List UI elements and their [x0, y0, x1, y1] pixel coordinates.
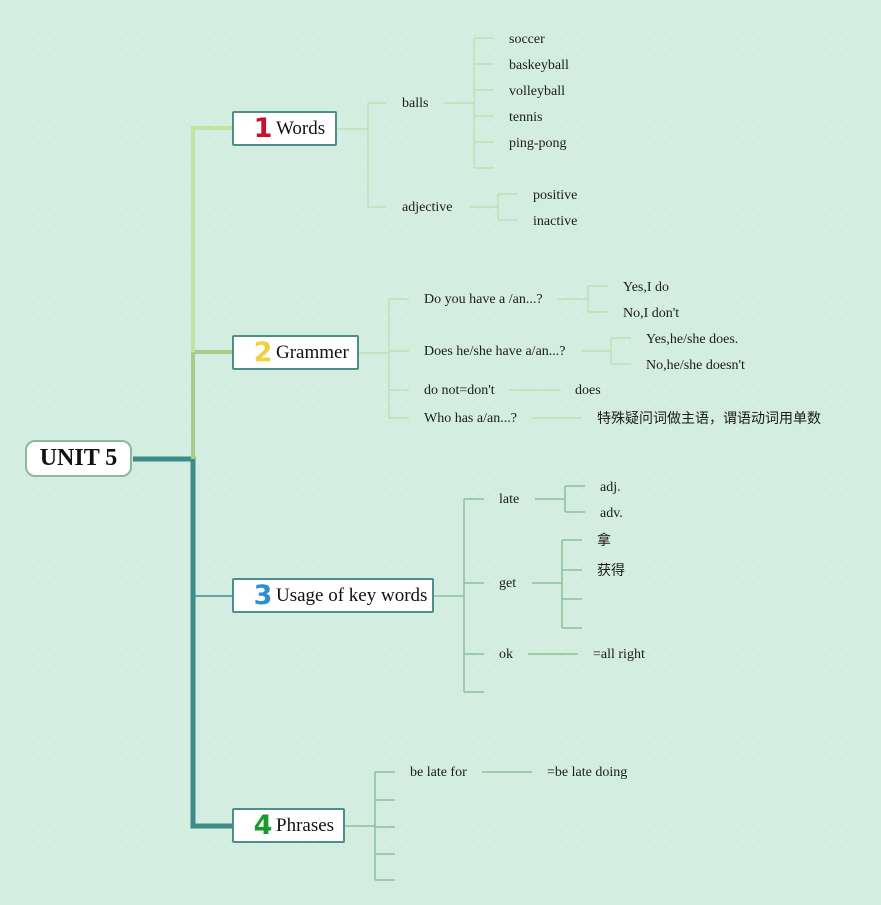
topic-words[interactable]: 1 Words	[232, 111, 337, 146]
trunk-connector	[133, 456, 233, 829]
usage-connector	[434, 498, 484, 693]
node-q1[interactable]: Do you have a /an...?	[424, 292, 543, 307]
node-adjective[interactable]: adjective	[402, 200, 453, 215]
node-soccer[interactable]: soccer	[509, 32, 545, 47]
node-get-obtain[interactable]: 获得	[597, 563, 625, 579]
phrases-connector	[345, 771, 395, 881]
node-balls[interactable]: balls	[402, 96, 429, 111]
node-be-late-for[interactable]: be late for	[410, 765, 467, 780]
node-q2-no[interactable]: No,he/she doesn't	[646, 358, 745, 373]
topic-phrases[interactable]: 4 Phrases	[232, 808, 345, 843]
adjective-connector	[469, 193, 518, 221]
root-label: UNIT 5	[39, 445, 118, 471]
node-late[interactable]: late	[499, 492, 520, 507]
node-get-take[interactable]: 拿	[597, 533, 611, 549]
node-be-late-doing[interactable]: =be late doing	[547, 765, 628, 780]
topic-number-4: 4	[253, 810, 273, 841]
node-inactive[interactable]: inactive	[533, 214, 578, 229]
topic-number-2: 2	[253, 337, 273, 368]
node-does[interactable]: does	[575, 383, 601, 398]
topic-number-3: 3	[253, 580, 273, 611]
q2-connector	[581, 337, 631, 365]
node-baskeyball[interactable]: baskeyball	[509, 58, 569, 73]
node-volleyball[interactable]: volleyball	[509, 84, 565, 99]
branch-to-grammar	[191, 350, 233, 459]
branch-to-words	[191, 126, 233, 352]
topic-label-grammer: Grammer	[276, 341, 349, 363]
get-connector	[532, 539, 582, 629]
node-q2-yes[interactable]: Yes,he/she does.	[646, 332, 739, 347]
words-connector	[337, 102, 386, 208]
q1-connector	[558, 285, 608, 313]
balls-connector	[444, 37, 494, 169]
node-who-has-note[interactable]: 特殊疑问词做主语，谓语动词用单数	[597, 411, 821, 427]
topic-grammer[interactable]: 2 Grammer	[232, 335, 359, 370]
topic-label-words: Words	[276, 117, 326, 139]
node-dont[interactable]: do not=don't	[424, 383, 495, 398]
grammar-connector	[359, 298, 409, 419]
topic-usage[interactable]: 3 Usage of key words	[232, 578, 434, 613]
node-q1-yes[interactable]: Yes,I do	[623, 280, 670, 295]
node-q2[interactable]: Does he/she have a/an...?	[424, 344, 566, 359]
node-ping-pong[interactable]: ping-pong	[509, 136, 567, 151]
root-node[interactable]: UNIT 5	[25, 440, 132, 477]
node-ok[interactable]: ok	[499, 647, 513, 662]
topic-label-phrases: Phrases	[276, 814, 335, 836]
topic-number-1: 1	[253, 113, 273, 144]
node-late-adv[interactable]: adv.	[600, 506, 623, 521]
node-tennis[interactable]: tennis	[509, 110, 543, 125]
node-who-has[interactable]: Who has a/an...?	[424, 411, 517, 426]
node-get[interactable]: get	[499, 576, 517, 591]
late-connector	[535, 485, 585, 513]
node-all-right[interactable]: =all right	[593, 647, 645, 662]
node-q1-no[interactable]: No,I don't	[623, 306, 680, 321]
node-late-adj[interactable]: adj.	[600, 480, 621, 495]
node-positive[interactable]: positive	[533, 188, 578, 203]
topic-label-usage: Usage of key words	[276, 584, 428, 606]
